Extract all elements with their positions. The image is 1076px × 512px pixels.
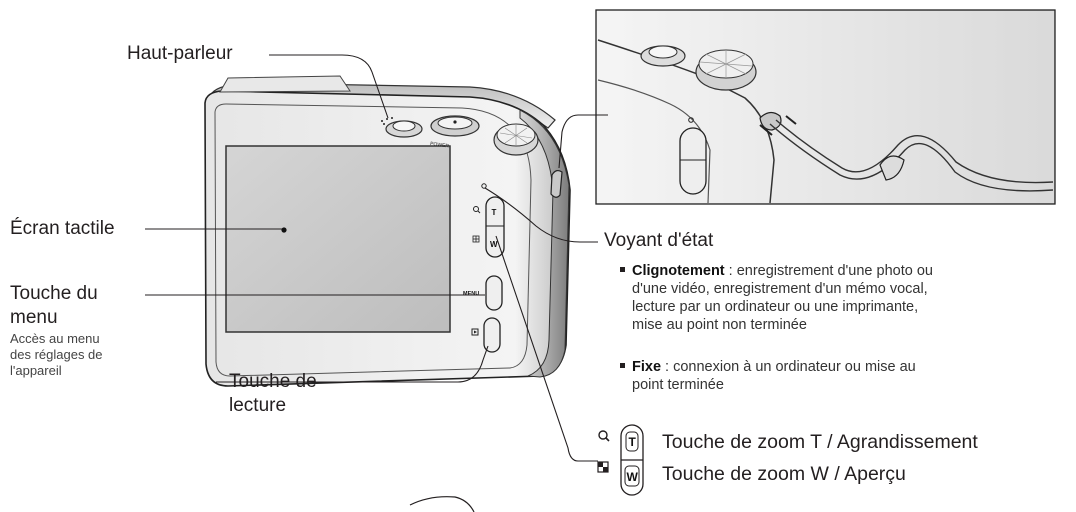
- strap-eyelet: [551, 171, 562, 198]
- blinking-line-1: : enregistrement d'une photo ou: [725, 263, 933, 279]
- menu-desc-line1: Accès au menu: [10, 331, 100, 347]
- playback-label-line2: lecture: [229, 394, 286, 418]
- speaker-label: Haut-parleur: [127, 42, 233, 66]
- zoom-t-label: Touche de zoom T / Agrandissement: [662, 430, 978, 454]
- legend-zoom-rocker: T W: [621, 425, 643, 495]
- menu-button: [486, 276, 502, 310]
- menu-button-label-line2: menu: [10, 306, 58, 330]
- status-lamp-label: Voyant d'état: [604, 229, 713, 253]
- svg-text:T: T: [492, 208, 497, 217]
- thumbnail-grid-icon: [598, 462, 608, 472]
- steady-term: Fixe: [632, 359, 661, 375]
- status-bullet-blinking: Clignotement : enregistrement d'une phot…: [620, 262, 933, 334]
- strap-hint: [410, 497, 474, 512]
- touch-screen-callout-dot: [281, 227, 286, 232]
- svg-text:W: W: [490, 240, 498, 249]
- menu-button-label-line1: Touche du: [10, 282, 98, 306]
- svg-text:MENU: MENU: [463, 291, 479, 297]
- status-bullet-steady: Fixe : connexion à un ordinateur ou mise…: [620, 358, 916, 394]
- strap-detail-inset: [596, 10, 1055, 204]
- blinking-line-4: mise au point non terminée: [620, 316, 933, 334]
- menu-desc-line3: l'appareil: [10, 363, 62, 379]
- playback-label-line1: Touche de: [229, 370, 317, 394]
- steady-line-2: point terminée: [620, 376, 916, 394]
- magnifier-icon: [599, 431, 609, 441]
- touch-screen-label: Écran tactile: [10, 217, 115, 241]
- blinking-line-2: d'une vidéo, enregistrement d'un mémo vo…: [620, 280, 933, 298]
- steady-line-1: : connexion à un ordinateur ou mise au: [661, 359, 916, 375]
- playback-button: [484, 318, 500, 352]
- blinking-term: Clignotement: [632, 263, 725, 279]
- touch-screen: [226, 146, 450, 332]
- svg-text:W: W: [627, 470, 639, 484]
- menu-desc-line2: des réglages de: [10, 347, 103, 363]
- blinking-line-3: lecture par un ordinateur ou une imprima…: [620, 298, 933, 316]
- svg-text:T: T: [629, 435, 637, 449]
- zoom-w-label: Touche de zoom W / Aperçu: [662, 462, 906, 486]
